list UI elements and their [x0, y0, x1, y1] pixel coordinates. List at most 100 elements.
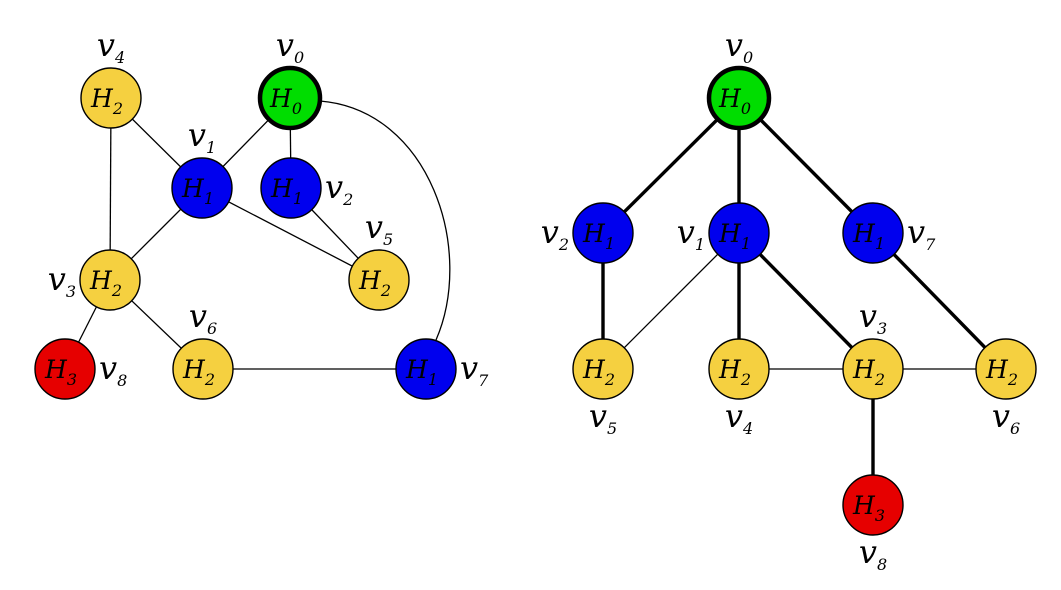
right-node-v5-class-label-base: H: [582, 355, 606, 384]
right-node-v7-circle: [842, 202, 904, 264]
left-vertex-label-v8-base: v: [99, 349, 117, 387]
right-vertex-label-v6: v6: [992, 397, 1020, 438]
left-vertex-label-v6-subscript: 6: [207, 319, 217, 338]
left-node-v7-class-label: H1: [405, 355, 438, 389]
right-node-v0-class-label: H0: [718, 84, 751, 118]
left-node-v6-circle: [172, 338, 234, 400]
left-vertex-label-v2-subscript: 2: [342, 190, 353, 209]
left-node-v8-class-label: H3: [44, 355, 77, 389]
right-vertex-label-v4-base: v: [725, 397, 743, 435]
left-vertex-label-v8-subscript: 8: [117, 371, 127, 390]
left-vertex-label-v7-subscript: 7: [478, 371, 489, 390]
left-node-v4-class-label-base: H: [90, 84, 114, 113]
left-node-v7: H1 v7: [395, 338, 489, 400]
right-vertex-label-v1-base: v: [677, 213, 695, 251]
left-node-v6-class-label-subscript: 2: [204, 370, 215, 389]
left-node-v7-circle: [395, 338, 457, 400]
right-vertex-label-v3: v3: [859, 297, 887, 338]
right-node-v1-class-label: H1: [718, 219, 751, 253]
right-vertex-label-v5: v5: [589, 397, 617, 438]
left-vertex-label-v5-subscript: 5: [383, 230, 393, 249]
left-node-v8-class-label-subscript: 3: [67, 370, 77, 389]
left-node-v7-class-label-base: H: [405, 355, 429, 384]
left-node-v1-class-label: H1: [181, 174, 214, 208]
left-node-v5-class-label-base: H: [358, 266, 382, 295]
right-vertex-label-v1: v1: [677, 213, 705, 254]
right-vertex-label-v3-subscript: 3: [877, 319, 887, 338]
left-node-v2-class-label-subscript: 1: [293, 189, 303, 208]
left-vertex-label-v1-base: v: [188, 116, 206, 154]
left-node-v7-class-label-subscript: 1: [428, 370, 438, 389]
right-node-v4-circle: [708, 338, 770, 400]
right-node-v5-class-label-subscript: 2: [604, 370, 615, 389]
left-vertex-label-v0-base: v: [276, 26, 294, 64]
left-vertex-label-v2-base: v: [325, 168, 343, 206]
right-vertex-label-v3-base: v: [859, 297, 877, 335]
right-vertex-label-v7: v7: [907, 213, 936, 254]
right-vertex-label-v5-subscript: 5: [607, 419, 617, 438]
left-vertex-label-v3-subscript: 3: [66, 282, 76, 301]
left-vertex-label-v0-subscript: 0: [294, 48, 304, 67]
right-node-v3-class-label-subscript: 2: [874, 370, 885, 389]
right-node-v4-class-label-subscript: 2: [740, 370, 751, 389]
right-node-v3-class-label: H2: [852, 355, 885, 389]
right-node-v6-class-label-subscript: 2: [1007, 370, 1018, 389]
left-vertex-label-v1: v1: [188, 116, 216, 157]
left-node-v2-class-label-base: H: [270, 174, 294, 203]
left-node-v1-circle: [171, 157, 233, 219]
left-node-v5-class-label: H2: [358, 266, 391, 300]
left-node-v0-class-label: H0: [269, 84, 302, 118]
right-node-v8-class-label-base: H: [852, 491, 876, 520]
right-vertex-label-v7-subscript: 7: [925, 235, 936, 254]
right-node-v2-class-label-subscript: 1: [605, 234, 615, 253]
left-vertex-label-v0: v0: [276, 26, 304, 67]
right-vertex-label-v0-base: v: [725, 26, 743, 64]
right-vertex-label-v5-base: v: [589, 397, 607, 435]
left-node-v4-circle: [80, 67, 142, 129]
left-vertex-label-v8: v8: [99, 349, 127, 390]
right-node-v2-circle: [572, 202, 634, 264]
left-edge-v0-v7: [319, 100, 451, 341]
right-edge-v1-v3: [737, 231, 875, 371]
left-vertex-label-v7-base: v: [460, 349, 478, 387]
left-vertex-label-v4: v4: [97, 26, 125, 67]
right-node-v4-class-label-base: H: [718, 355, 742, 384]
right-vertex-label-v1-subscript: 1: [695, 235, 705, 254]
left-node-v3-class-label: H2: [89, 266, 122, 300]
left-vertex-label-v4-subscript: 4: [114, 48, 125, 67]
right-node-v4-class-label: H2: [718, 355, 751, 389]
right-vertex-label-v2-base: v: [541, 213, 559, 251]
left-node-v1: H1 v1: [171, 116, 233, 219]
right-node-v8-class-label: H3: [852, 491, 885, 525]
left-node-v5-class-label-subscript: 2: [380, 281, 391, 300]
right-edge-v7-v6: [871, 231, 1008, 371]
right-vertex-label-v2-subscript: 2: [558, 235, 569, 254]
right-node-v1-class-label-subscript: 1: [741, 234, 751, 253]
left-edge-v1-v5: [201, 187, 380, 281]
left-vertex-label-v4-base: v: [97, 26, 115, 64]
left-vertex-label-v2: v2: [325, 168, 353, 209]
right-vertex-label-v6-base: v: [992, 397, 1010, 435]
right-vertex-label-v8-base: v: [859, 533, 877, 571]
left-node-v2-class-label: H1: [270, 174, 303, 208]
right-vertex-label-v4: v4: [725, 397, 753, 438]
left-node-v0-class-label-subscript: 0: [292, 99, 302, 118]
right-node-v3-class-label-base: H: [852, 355, 876, 384]
right-node-v1-circle: [708, 202, 770, 264]
left-vertex-label-v5-base: v: [365, 208, 383, 246]
left-node-v4-class-label-subscript: 2: [112, 99, 123, 118]
right-node-v2-class-label: H1: [582, 219, 615, 253]
right-node-v4: H2 v4: [708, 338, 770, 438]
left-vertex-label-v7: v7: [460, 349, 489, 390]
right-node-v0-circle: [706, 65, 772, 131]
right-vertex-label-v7-base: v: [907, 213, 925, 251]
right-node-v5-class-label: H2: [582, 355, 615, 389]
left-vertex-label-v1-subscript: 1: [206, 138, 216, 157]
right-node-v7-class-label-base: H: [852, 219, 876, 248]
right-node-v6-class-label-base: H: [985, 355, 1009, 384]
right-graph-edges: [601, 96, 1008, 505]
